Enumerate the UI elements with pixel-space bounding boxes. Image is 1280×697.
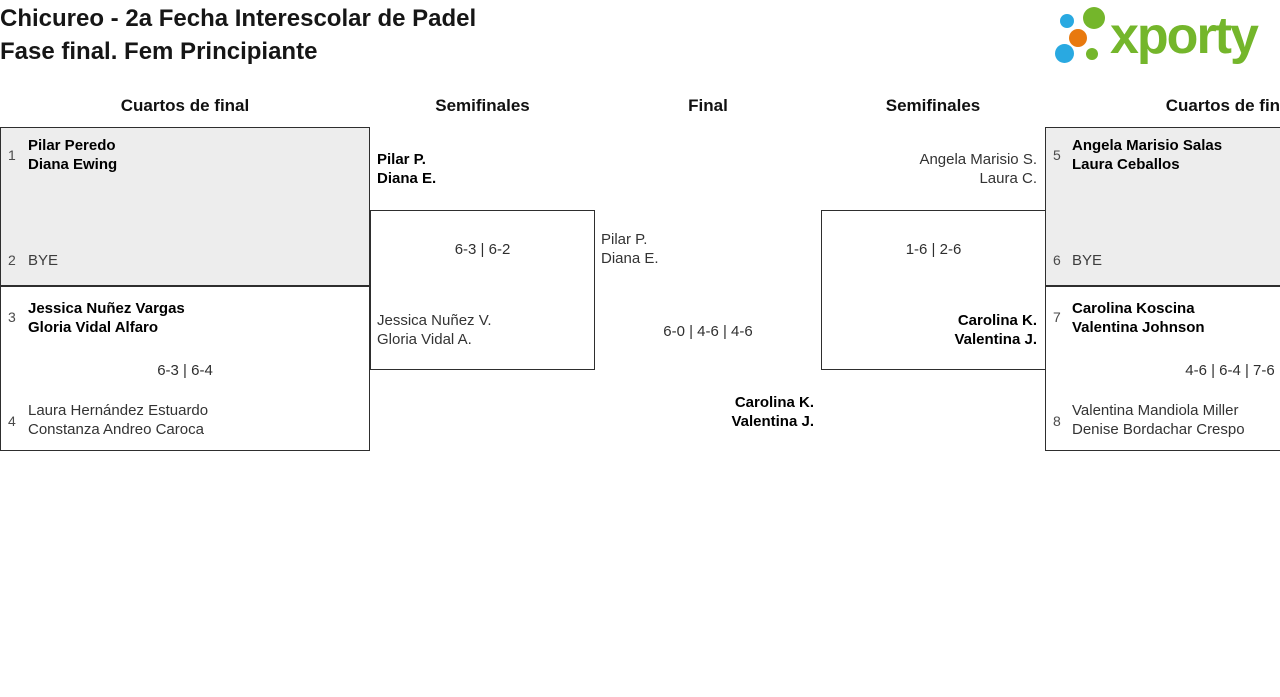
match-box-semifinal-left[interactable] [370, 210, 595, 370]
team-names: Jessica Nuñez V. Gloria Vidal A. [377, 311, 492, 349]
team-line: Diana E. [377, 170, 437, 187]
team-names: Carolina Koscina Valentina Johnson [1072, 299, 1205, 337]
team-line: Valentina J. [954, 331, 1037, 348]
match-score: 4-6 | 6-4 | 7-6 [1185, 362, 1275, 379]
team-names: Pilar P. Diana E. [601, 230, 659, 268]
match-box-qf-left-top[interactable] [0, 127, 370, 286]
round-header-semis-right: Semifinales [885, 96, 981, 115]
team-names: Pilar P. Diana E. [377, 150, 436, 188]
team-line: Denise Bordachar Crespo [1072, 421, 1245, 438]
bye-label: BYE [28, 252, 59, 269]
team-line: Gloria Vidal Alfaro [28, 319, 159, 336]
team-line: Valentina J. [731, 413, 814, 430]
round-header-final: Final [688, 96, 728, 115]
team-names: Laura Hernández Estuardo Constanza Andre… [28, 401, 208, 439]
team-line: Valentina Johnson [1072, 319, 1205, 336]
xporty-logo[interactable]: xporty [1048, 0, 1273, 70]
team-line: Jessica Nuñez Vargas [28, 300, 185, 317]
team-line: Laura C. [979, 170, 1037, 187]
team-names: Valentina Mandiola Miller Denise Bordach… [1072, 401, 1245, 439]
team-line: Pilar P. [377, 151, 426, 168]
match-box-semifinal-right[interactable] [821, 210, 1046, 370]
logo-dot-green-small-icon [1086, 48, 1098, 60]
round-header-semis-left: Semifinales [435, 96, 530, 115]
match-score: 6-0 | 4-6 | 4-6 [663, 323, 753, 340]
seed-number: 7 [1053, 309, 1061, 325]
round-header-cuartos-right: Cuartos de final [1165, 96, 1280, 115]
logo-dot-blue-small-icon [1060, 14, 1074, 28]
team-line: Constanza Andreo Caroca [28, 421, 204, 438]
seed-number: 4 [8, 413, 16, 429]
seed-number: 8 [1053, 413, 1061, 429]
team-line: Carolina K. [734, 394, 814, 411]
team-names: Pilar Peredo Diana Ewing [28, 136, 117, 174]
team-line: Diana E. [601, 250, 659, 267]
match-box-qf-right-top[interactable] [1045, 127, 1280, 286]
page-title: Chicureo - 2a Fecha Interescolar de Pade… [0, 5, 477, 32]
team-names-champion: Carolina K. Valentina J. [595, 393, 814, 431]
team-line: Angela Marisio S. [919, 151, 1037, 168]
round-header-cuartos-left: Cuartos de final [120, 96, 250, 115]
seed-number: 2 [8, 252, 16, 268]
match-box-qf-right-bottom[interactable] [1045, 286, 1280, 451]
team-line: Valentina Mandiola Miller [1072, 402, 1239, 419]
seed-number: 3 [8, 309, 16, 325]
team-line: Pilar Peredo [28, 137, 116, 154]
match-box-qf-left-bottom[interactable] [0, 286, 370, 451]
xporty-logo-text: xporty [1110, 7, 1259, 65]
page-subtitle: Fase final. Fem Principiante [0, 38, 318, 65]
team-names: Angela Marisio Salas Laura Ceballos [1072, 136, 1222, 174]
team-line: Carolina K. [957, 312, 1037, 329]
logo-dot-blue-big-icon [1055, 44, 1074, 63]
team-names: Carolina K. Valentina J. [821, 311, 1037, 349]
team-names: Jessica Nuñez Vargas Gloria Vidal Alfaro [28, 299, 185, 337]
bye-label: BYE [1072, 252, 1103, 269]
team-line: Laura Hernández Estuardo [28, 402, 209, 419]
team-line: Laura Ceballos [1072, 156, 1180, 173]
team-line: Jessica Nuñez V. [377, 312, 492, 329]
seed-number: 5 [1053, 147, 1061, 163]
seed-number: 1 [8, 147, 16, 163]
match-score: 1-6 | 2-6 [905, 241, 962, 258]
team-line: Diana Ewing [28, 156, 118, 173]
match-score: 6-3 | 6-2 [454, 241, 511, 258]
logo-dot-green-big-icon [1083, 7, 1105, 29]
match-score: 6-3 | 6-4 [157, 362, 213, 379]
team-names: Angela Marisio S. Laura C. [821, 150, 1037, 188]
team-line: Angela Marisio Salas [1072, 137, 1223, 154]
team-line: Carolina Koscina [1072, 300, 1195, 317]
team-line: Gloria Vidal A. [377, 331, 472, 348]
logo-dot-orange-icon [1069, 29, 1087, 47]
seed-number: 6 [1053, 252, 1061, 268]
page-header: Chicureo - 2a Fecha Interescolar de Pade… [0, 2, 476, 68]
team-line: Pilar P. [601, 231, 648, 248]
